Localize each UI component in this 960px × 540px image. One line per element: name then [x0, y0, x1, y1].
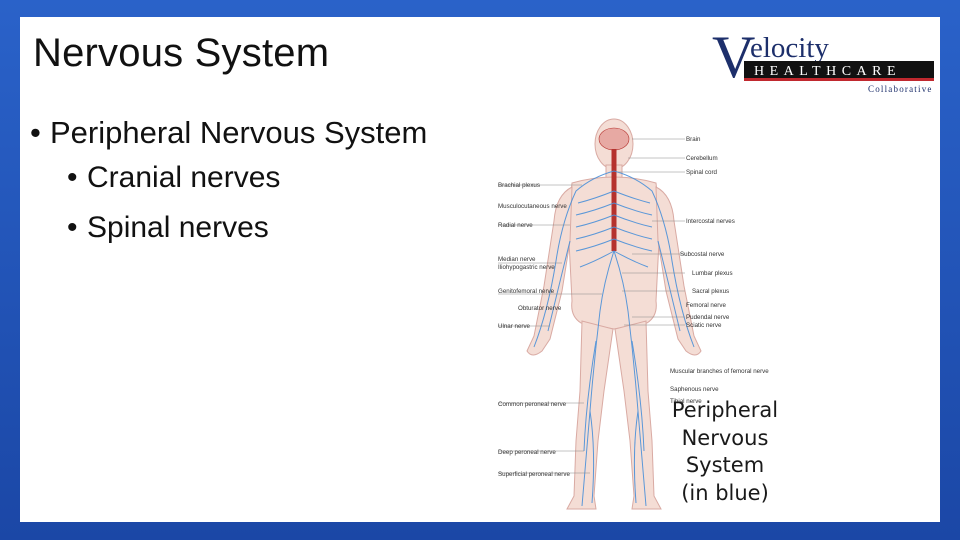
label-brachial-plexus: Brachial plexus	[498, 182, 540, 189]
label-ulnar: Ulnar nerve	[498, 323, 531, 330]
label-intercostal: Intercostal nerves	[686, 218, 735, 225]
figure-caption: Peripheral Nervous System (in blue)	[660, 397, 790, 507]
label-iliohypogastric: Iliohypogastric nerve	[498, 264, 555, 271]
label-sciatic: Sciatic nerve	[686, 322, 722, 329]
caption-line: (in blue)	[660, 480, 790, 508]
label-muscular-branches: Muscular branches of femoral nerve	[670, 368, 769, 375]
slide: Nervous System • Peripheral Nervous Syst…	[20, 17, 940, 522]
label-superficial-peroneal: Superficial peroneal nerve	[498, 471, 570, 478]
label-lumbar-plexus: Lumbar plexus	[692, 270, 733, 277]
logo-subtext: Collaborative	[868, 84, 933, 94]
bullet-text: Spinal nerves	[87, 211, 269, 244]
label-radial: Radial nerve	[498, 222, 533, 229]
label-sacral-plexus: Sacral plexus	[692, 288, 729, 295]
bullet-dot: •	[67, 203, 78, 253]
caption-line: Peripheral	[660, 397, 790, 425]
bullet-cranial: • Cranial nerves	[30, 153, 470, 203]
bullet-dot: •	[30, 113, 41, 153]
bullet-text: Cranial nerves	[87, 161, 280, 194]
label-subcostal: Subcostal nerve	[680, 251, 725, 258]
label-brain: Brain	[686, 136, 701, 143]
label-spinal-cord: Spinal cord	[686, 169, 718, 176]
label-median: Median nerve	[498, 256, 536, 263]
label-deep-peroneal: Deep peroneal nerve	[498, 449, 556, 456]
label-pudendal: Pudendal nerve	[686, 314, 730, 321]
bullet-dot: •	[67, 153, 78, 203]
bullet-spinal: • Spinal nerves	[30, 203, 470, 253]
label-femoral: Femoral nerve	[686, 302, 726, 309]
logo-band-text: HEALTHCARE	[754, 64, 901, 79]
label-obturator: Obturator nerve	[518, 305, 562, 312]
label-common-peroneal: Common peroneal nerve	[498, 401, 567, 408]
label-genitofemoral: Genitofemoral nerve	[498, 288, 555, 295]
label-cerebellum: Cerebellum	[686, 155, 718, 162]
slide-title: Nervous System	[33, 31, 329, 76]
bullet-peripheral: • Peripheral Nervous System	[30, 113, 470, 153]
label-saphenous: Saphenous nerve	[670, 386, 719, 393]
label-musculocutaneous: Musculocutaneous nerve	[498, 203, 567, 210]
logo-word-top: elocity	[750, 32, 829, 64]
bullet-list: • Peripheral Nervous System • Cranial ne…	[30, 113, 470, 253]
bullet-text: Peripheral Nervous System	[50, 115, 427, 150]
velocity-healthcare-logo: V elocity HEALTHCARE Collaborative	[710, 25, 935, 105]
caption-line: Nervous	[660, 425, 790, 453]
caption-line: System	[660, 452, 790, 480]
